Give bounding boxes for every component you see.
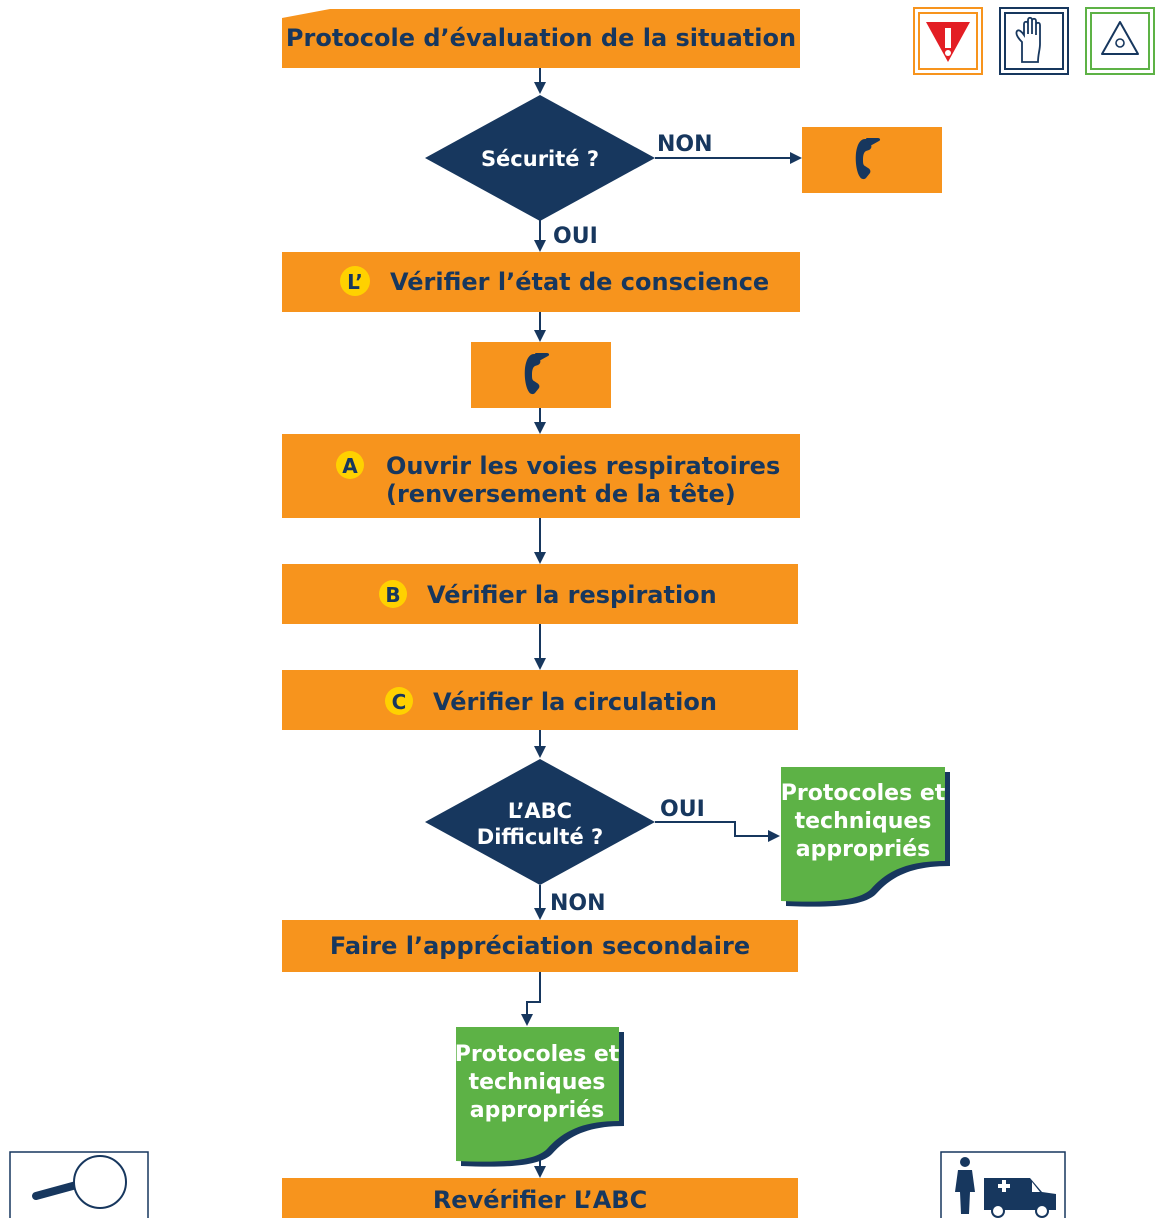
conscience-badge [340,266,370,296]
protocols-1-line2: techniques [795,809,932,834]
airway-line2: (renversement de la tête) [386,480,736,508]
securite-no-label: NON [657,132,713,157]
abc-line1: L’ABC [508,799,572,823]
abc-line2: Difficulté ? [477,825,603,849]
phone-box-right [802,127,942,193]
hazard-triangle-icon [1085,7,1155,75]
abc-no-label: NON [550,891,606,916]
conscience-badge-text: L’ [347,270,363,294]
conscience-box: L’ Vérifier l’état de conscience [282,252,800,312]
airway-line1: Ouvrir les voies respiratoires [386,452,780,480]
airway-box: A Ouvrir les voies respiratoires (renver… [282,434,800,518]
edge-secondary-protocols [521,972,541,1026]
conscience-text: Vérifier l’état de conscience [390,268,769,296]
protocols-doc-center: Protocoles et techniques appropriés [455,1027,624,1167]
circulation-text: Vérifier la circulation [433,688,717,716]
securite-decision: Sécurité ? [425,95,655,221]
breathing-badge-text: B [385,583,400,607]
glove-icon [999,7,1069,75]
protocols-2-line2: techniques [469,1070,606,1095]
securite-label: Sécurité ? [481,147,599,171]
patient-ambulance-icon [940,1151,1066,1218]
breathing-box: B Vérifier la respiration [282,564,798,624]
airway-badge-text: A [342,454,358,478]
protocols-1-line1: Protocoles et [781,781,946,806]
circulation-badge-text: C [392,690,407,714]
recheck-box: Revérifier L’ABC [282,1178,798,1218]
circulation-box: C Vérifier la circulation [282,670,798,730]
breathing-badge [379,580,407,608]
abc-decision: L’ABC Difficulté ? [425,759,655,885]
title-text: Protocole d’évaluation de la situation [286,24,796,52]
protocols-doc-right: Protocoles et techniques appropriés [781,767,950,907]
recheck-text: Revérifier L’ABC [433,1186,647,1214]
secondary-box: Faire l’appréciation secondaire [282,920,798,972]
protocols-2-line3: appropriés [470,1098,604,1123]
protocols-1-line3: appropriés [796,837,930,862]
securite-yes-label: OUI [553,224,598,249]
circulation-badge [385,687,413,715]
danger-warning-icon [913,7,983,75]
breathing-text: Vérifier la respiration [427,581,717,609]
magnifier-icon [9,1151,149,1218]
airway-badge [336,451,364,479]
phone-box-center [471,342,611,408]
title-box: Protocole d’évaluation de la situation [282,9,800,68]
secondary-text: Faire l’appréciation secondaire [330,932,750,960]
protocols-2-line1: Protocoles et [455,1042,620,1067]
abc-yes-label: OUI [660,797,705,822]
edge-abc-protocols [655,821,780,842]
